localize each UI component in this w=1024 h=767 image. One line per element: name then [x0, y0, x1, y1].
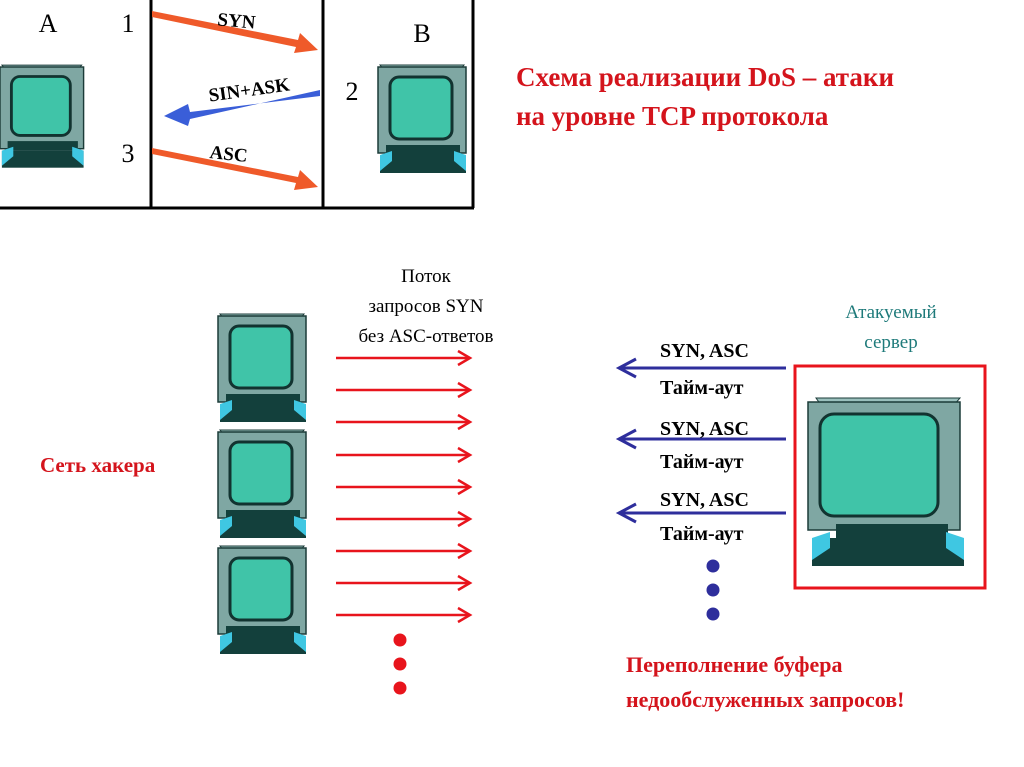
reply-2-message: SYN, ASC	[660, 418, 749, 440]
flood-arrowhead	[457, 413, 473, 431]
step-3-label: 3	[122, 139, 135, 168]
server-computer-icon	[807, 397, 964, 566]
flood-arrowhead	[457, 606, 473, 624]
node-a-label: A	[39, 9, 58, 38]
flood-arrowhead	[457, 446, 473, 464]
syn-label: SYN	[217, 9, 257, 33]
reply-arrows	[615, 357, 786, 524]
reply-arrow	[615, 428, 786, 450]
asc-arrow	[152, 148, 318, 190]
step-1-label: 1	[122, 9, 135, 38]
reply-dot	[706, 607, 720, 621]
flood-dot	[393, 657, 407, 671]
computer-b-icon	[376, 63, 468, 175]
step-2-label: 2	[346, 77, 359, 106]
overflow-line-2: недообслуженных запросов!	[626, 687, 904, 712]
flood-ellipsis	[393, 633, 407, 695]
server-label-line-1: Атакуемый	[845, 302, 936, 323]
flood-dot	[393, 681, 407, 695]
handshake-panel: A 1 B 2 3 SYN SIN+ASK ASC	[0, 0, 475, 210]
flood-arrowhead	[457, 510, 473, 528]
title-line-1: Схема реализации DoS – атаки	[516, 62, 894, 92]
hacker-network	[216, 312, 308, 656]
reply-3-timeout: Тайм-аут	[660, 523, 744, 545]
node-b-label: B	[413, 19, 430, 48]
asc-label: ASC	[209, 142, 249, 167]
reply-3-message: SYN, ASC	[660, 489, 749, 511]
hacker-network-label: Сеть хакера	[40, 453, 156, 477]
reply-1-timeout: Тайм-аут	[660, 377, 744, 399]
syn-flood-arrows	[336, 349, 473, 624]
reply-1-message: SYN, ASC	[660, 340, 749, 362]
server-label-line-2: сервер	[864, 332, 917, 353]
flood-arrowhead	[457, 542, 473, 560]
attacked-server-frame	[793, 364, 987, 590]
reply-dot	[706, 559, 720, 573]
sin-ask-arrow	[164, 90, 320, 126]
flood-arrowhead	[457, 349, 473, 367]
reply-2-timeout: Тайм-аут	[660, 451, 744, 473]
flood-dot	[393, 633, 407, 647]
computer-a-icon	[0, 63, 86, 170]
reply-arrow	[615, 502, 786, 524]
hacker-computer-2-icon	[216, 428, 308, 540]
flood-arrowhead	[457, 381, 473, 399]
title-line-2: на уровне TCP протокола	[516, 101, 829, 131]
hacker-computer-3-icon	[216, 544, 308, 656]
hacker-computer-1-icon	[216, 312, 308, 424]
reply-ellipsis	[706, 559, 720, 621]
overflow-line-1: Переполнение буфера	[626, 652, 843, 677]
flow-caption-line-2: запросов SYN	[369, 296, 484, 317]
reply-dot	[706, 583, 720, 597]
flow-caption-line-3: без ASC-ответов	[359, 326, 494, 347]
flow-caption-line-1: Поток	[401, 266, 452, 287]
syn-arrow	[152, 11, 318, 53]
flood-arrowhead	[457, 478, 473, 496]
reply-arrow	[615, 357, 786, 379]
sin-ask-label: SIN+ASK	[207, 74, 291, 106]
flood-arrowhead	[457, 574, 473, 592]
